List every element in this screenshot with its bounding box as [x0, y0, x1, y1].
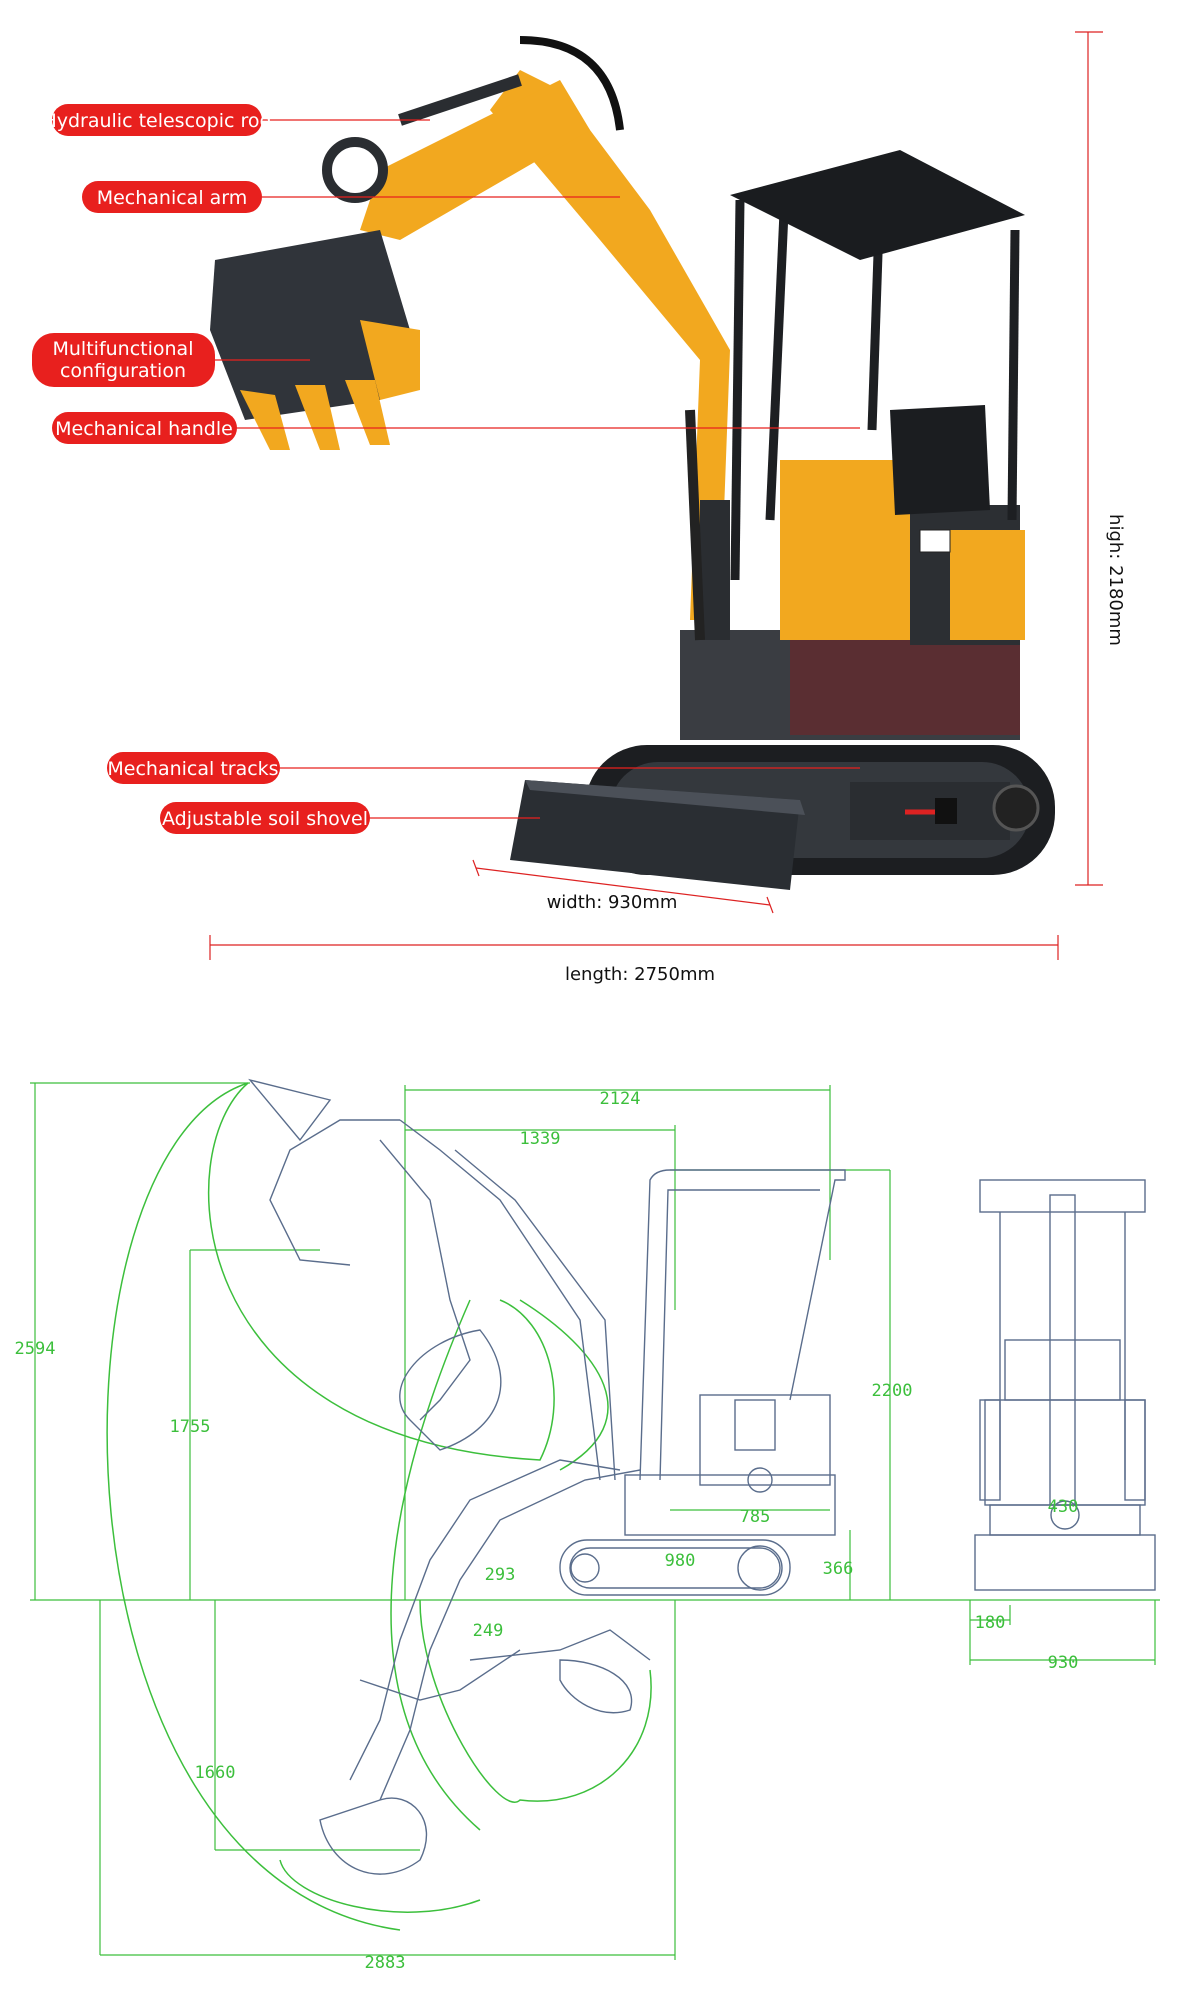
dim-2200: 2200 — [872, 1381, 913, 1401]
label-mechanical-tracks: Mechanical tracks — [107, 752, 280, 784]
dim-1755: 1755 — [170, 1417, 211, 1437]
width-label: width: 930mm — [547, 892, 678, 913]
label-hydraulic-rod-text: Hydraulic telescopic rod — [42, 110, 271, 132]
dim-2883: 2883 — [365, 1953, 406, 1973]
label-soil-shovel: Adjustable soil shovel — [160, 802, 370, 834]
bucket — [210, 230, 410, 420]
dim-180: 180 — [975, 1613, 1006, 1633]
callout-lines — [215, 119, 860, 819]
digging-envelope — [106, 1082, 652, 1931]
label-mechanical-tracks-text: Mechanical tracks — [107, 758, 278, 780]
bucket-teeth — [240, 380, 390, 450]
label-multifunctional: Multifunctional configuration — [32, 333, 215, 387]
height-label: high: 2180mm — [1105, 514, 1126, 646]
label-soil-shovel-text: Adjustable soil shovel — [162, 808, 368, 830]
dim-930: 930 — [1048, 1653, 1079, 1673]
canopy-roof — [730, 150, 1025, 260]
height-dimension — [1075, 31, 1103, 886]
dim-1339: 1339 — [520, 1129, 561, 1149]
length-label: length: 2750mm — [565, 964, 715, 985]
dim-366: 366 — [823, 1559, 854, 1579]
cad-drawing: 2124 1339 2594 1755 2200 785 366 293 249… — [15, 1078, 1160, 1973]
operator-seat — [890, 405, 990, 515]
label-hydraulic-rod: Hydraulic telescopic rod — [42, 104, 272, 136]
label-mechanical-handle: Mechanical handle — [52, 412, 237, 444]
dim-293: 293 — [485, 1565, 516, 1585]
mechanical-arm-body — [360, 80, 590, 240]
engine-hood — [780, 460, 910, 640]
dim-1660: 1660 — [195, 1763, 236, 1783]
label-multifunctional-line2: configuration — [60, 360, 186, 382]
dim-785: 785 — [740, 1507, 771, 1527]
dim-2594: 2594 — [15, 1339, 56, 1359]
excavator-illustration — [210, 36, 1055, 890]
label-mechanical-handle-text: Mechanical handle — [55, 418, 233, 440]
length-dimension — [209, 935, 1059, 960]
dim-430: 430 — [1048, 1497, 1079, 1517]
label-mechanical-arm-text: Mechanical arm — [97, 187, 248, 209]
cad-front-view — [974, 1179, 1156, 1591]
cad-side-view — [248, 1078, 846, 1875]
dim-2124: 2124 — [600, 1089, 641, 1109]
dim-249: 249 — [473, 1621, 504, 1641]
label-mechanical-arm: Mechanical arm — [82, 181, 262, 213]
width-dimension — [472, 859, 774, 914]
label-multifunctional-line1: Multifunctional — [53, 338, 194, 360]
dim-980: 980 — [665, 1551, 696, 1571]
